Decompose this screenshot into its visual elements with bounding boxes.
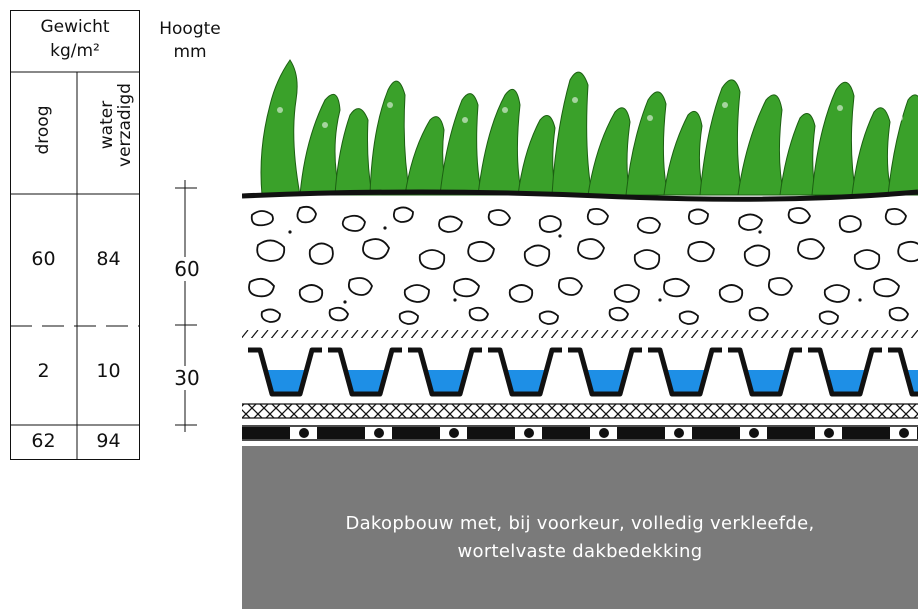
root-barrier-dot xyxy=(749,428,759,438)
height-value-drainage: 30 xyxy=(165,366,209,390)
vegetation-layer xyxy=(260,59,918,196)
root-barrier-segment xyxy=(392,427,440,439)
dry-value-substrate: 60 xyxy=(31,248,56,270)
roof-caption-line2: wortelvaste dakbedekking xyxy=(457,541,703,562)
root-barrier-segment xyxy=(467,427,515,439)
root-barrier-segment xyxy=(542,427,590,439)
water-reservoir xyxy=(346,370,386,392)
drainage-cup xyxy=(328,347,402,397)
substrate-layer xyxy=(248,205,918,325)
drainage-cup xyxy=(888,347,918,397)
root-barrier-segment xyxy=(617,427,665,439)
root-barrier-dot xyxy=(674,428,684,438)
filter-fabric-layer xyxy=(242,330,918,338)
drainage-cup xyxy=(568,347,642,397)
weight-header-unit: kg/m² xyxy=(50,41,100,61)
drainage-cup xyxy=(488,347,562,397)
water-reservoir xyxy=(586,370,626,392)
root-barrier-dot xyxy=(824,428,834,438)
filter-layer-line xyxy=(242,189,918,202)
roof-structure: Dakopbouw met, bij voorkeur, volledig ve… xyxy=(242,446,918,609)
water-reservoir xyxy=(266,370,306,392)
root-barrier-dot xyxy=(899,428,909,438)
roof-caption: Dakopbouw met, bij voorkeur, volledig ve… xyxy=(242,510,918,566)
root-barrier-dot xyxy=(299,428,309,438)
height-header-unit: mm xyxy=(173,42,207,62)
drainage-layer xyxy=(248,347,918,397)
root-barrier-segment xyxy=(692,427,740,439)
root-barrier-segment xyxy=(242,427,290,439)
drainage-cup xyxy=(728,347,802,397)
drainage-cup xyxy=(648,347,722,397)
wet-value-substrate: 84 xyxy=(96,248,121,270)
wet-value-drainage: 10 xyxy=(96,360,121,382)
water-reservoir xyxy=(666,370,706,392)
water-reservoir xyxy=(506,370,546,392)
root-barrier-dot xyxy=(374,428,384,438)
roof-caption-line1: Dakopbouw met, bij voorkeur, volledig ve… xyxy=(345,513,815,534)
protection-mat-layer xyxy=(242,404,918,418)
wet-total: 94 xyxy=(96,430,121,452)
height-value-substrate: 60 xyxy=(165,257,209,281)
height-header-title: Hoogte xyxy=(159,19,221,39)
substrate-dots xyxy=(288,226,862,304)
water-reservoir xyxy=(746,370,786,392)
dry-total: 62 xyxy=(31,430,56,452)
dry-value-drainage: 2 xyxy=(37,360,50,382)
root-barrier-segment xyxy=(767,427,815,439)
water-reservoir xyxy=(826,370,866,392)
root-barrier-dot xyxy=(599,428,609,438)
weight-table: Gewicht kg/m² droog water verzadigd 60 8… xyxy=(10,10,140,460)
weight-header-title: Gewicht xyxy=(40,17,110,37)
drainage-cup xyxy=(408,347,482,397)
root-barrier-layer xyxy=(242,425,918,441)
root-barrier-segment xyxy=(842,427,890,439)
drainage-cup xyxy=(808,347,882,397)
drainage-cup xyxy=(248,347,322,397)
water-reservoir xyxy=(426,370,466,392)
root-barrier-dot xyxy=(524,428,534,438)
root-barrier-segment xyxy=(317,427,365,439)
root-barrier-dot xyxy=(449,428,459,438)
weight-table-grid xyxy=(10,10,140,460)
